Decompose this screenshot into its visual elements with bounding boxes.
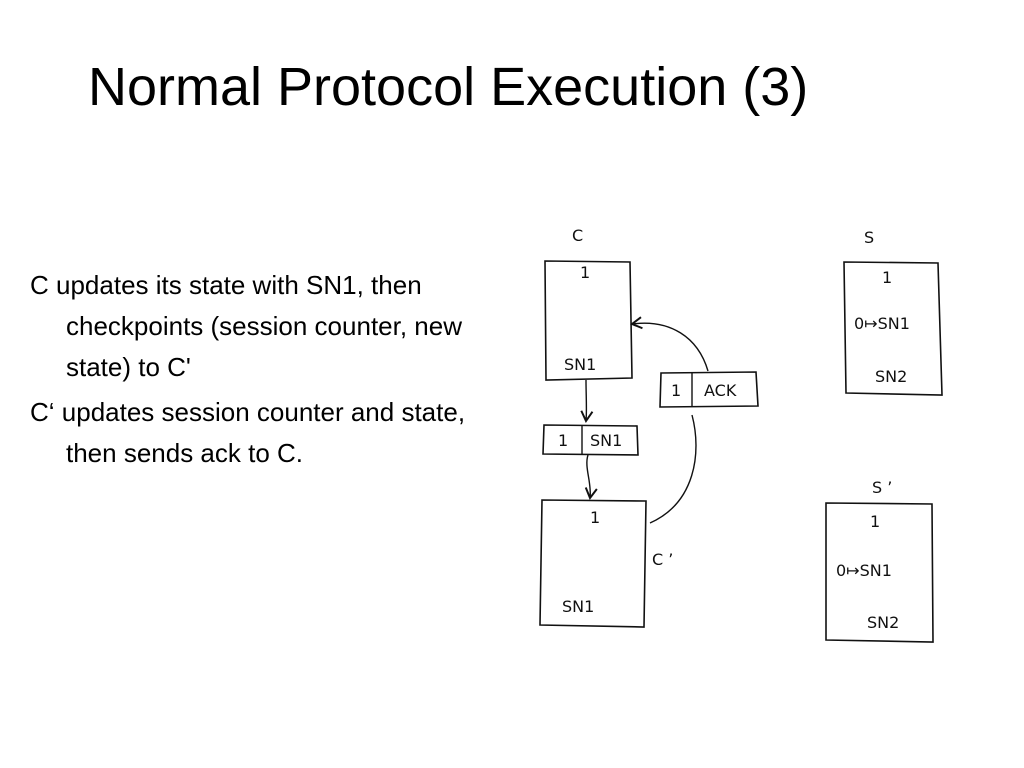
bullet-item-checkpoint: C updates its state with SN1, then check…: [30, 270, 462, 382]
ack-message: 1 ACK: [659, 371, 759, 408]
server-backup-entry-1: 0↦SN1: [836, 561, 892, 580]
client-c-box: [544, 260, 633, 381]
server-backup-s-prime: S ’ 1 0↦SN1 SN2: [825, 478, 934, 643]
ack-message-counter: 1: [671, 381, 681, 400]
client-backup-c-prime: 1 SN1 C ’: [539, 499, 673, 628]
server-backup-label: S ’: [872, 478, 892, 497]
server-s-counter: 1: [882, 268, 892, 287]
ack-message-value: ACK: [704, 381, 737, 400]
protocol-diagram: C 1 SN1 1 SN1 1 SN1 C ’ 1 ACK S 1 0↦SN1 …: [539, 226, 943, 643]
server-s: S 1 0↦SN1 SN2: [843, 228, 943, 396]
server-s-entry-1: 0↦SN1: [854, 314, 910, 333]
client-c-counter: 1: [580, 263, 590, 282]
client-c: C 1 SN1: [544, 226, 633, 381]
client-backup-counter: 1: [590, 508, 600, 527]
bullet-item-ack: C‘ updates session counter and state, th…: [30, 397, 466, 468]
checkpoint-message-counter: 1: [558, 431, 568, 450]
server-s-label: S: [864, 228, 874, 247]
arrow-ack-to-c: [630, 316, 709, 372]
slide-title: Normal Protocol Execution (3): [88, 57, 809, 117]
ack-message-box: [659, 371, 759, 408]
checkpoint-message: 1 SN1: [542, 424, 639, 456]
bullet-list: C updates its state with SN1, then check…: [30, 265, 480, 478]
server-backup-box: [825, 502, 934, 643]
client-backup-state: SN1: [562, 597, 594, 616]
checkpoint-message-box: [542, 424, 639, 456]
server-s-box: [843, 261, 943, 396]
arrow-checkpoint-to-c-prime: [584, 454, 598, 500]
client-c-state: SN1: [564, 355, 596, 374]
checkpoint-message-value: SN1: [590, 431, 622, 450]
arrow-c-prime-to-ack: [649, 414, 697, 524]
client-c-label: C: [572, 226, 583, 245]
client-backup-box: [539, 499, 647, 628]
server-backup-entry-2: SN2: [867, 613, 899, 632]
server-s-entry-2: SN2: [875, 367, 907, 386]
server-backup-counter: 1: [870, 512, 880, 531]
client-backup-label: C ’: [652, 550, 673, 569]
